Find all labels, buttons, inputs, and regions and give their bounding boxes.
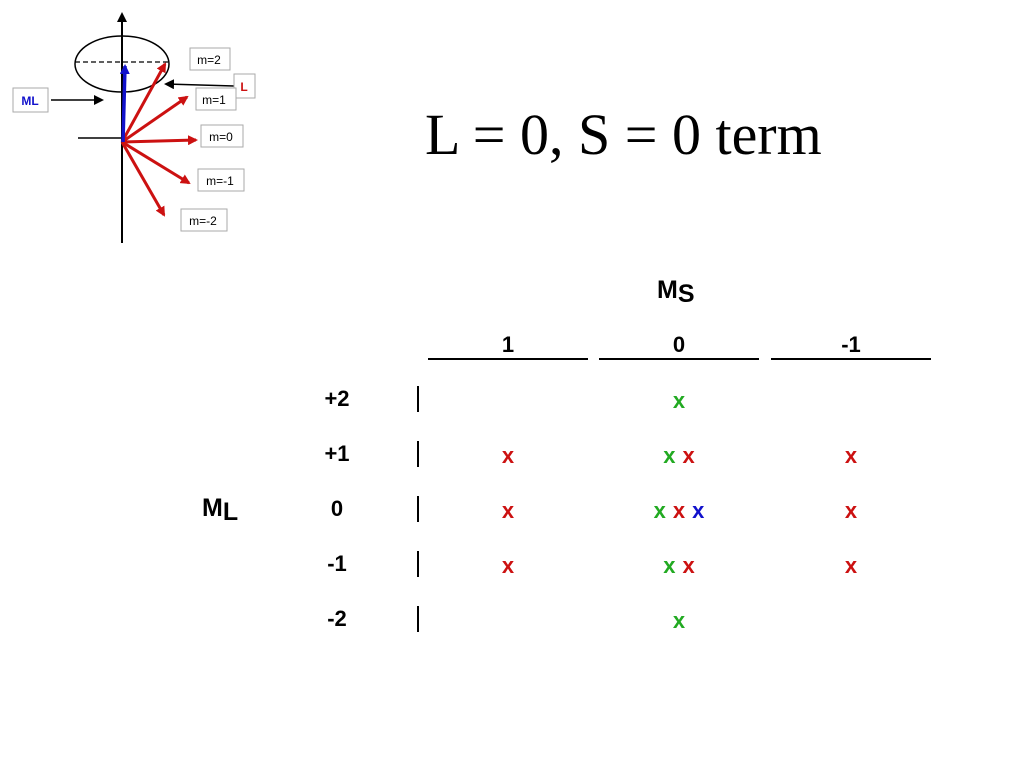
- cell: x: [428, 498, 588, 524]
- m1-label-box: m=1: [195, 87, 237, 111]
- row-label: 0: [330, 496, 344, 521]
- l-vector-mneg2: [120, 141, 166, 217]
- microstate-mark-green: x: [672, 608, 686, 633]
- cell: x: [771, 498, 931, 524]
- row-tick: [417, 606, 419, 632]
- mneg2-label-box: m=-2: [180, 208, 228, 232]
- vector-model-diagram: ML L m=2 m=1 m=0 m=-1 m=-2: [12, 12, 256, 243]
- microstate-mark-red: x: [501, 553, 515, 578]
- microstate-mark-green: x: [663, 443, 676, 468]
- ms-axis-label: MS: [657, 276, 695, 308]
- m2-label-box: m=2: [189, 47, 231, 71]
- slide-title: L = 0, S = 0 term: [425, 102, 822, 167]
- microstate-mark-red: x: [682, 553, 695, 578]
- column-header-ms-neg1: -1: [841, 332, 861, 357]
- mneg1-label: m=-1: [206, 174, 234, 188]
- microstate-mark-blue: x: [692, 498, 705, 523]
- l-vector-mneg1: [121, 140, 191, 185]
- m2-label: m=2: [197, 53, 221, 67]
- microstate-mark-red: x: [682, 443, 695, 468]
- ms-label-main: M: [657, 276, 678, 304]
- row-tick: [417, 551, 419, 577]
- microstate-mark-red: x: [501, 443, 515, 468]
- mneg1-label-box: m=-1: [197, 168, 245, 192]
- ml-axis-label: ML: [202, 494, 239, 526]
- l-vector-m2: [120, 62, 167, 143]
- row-tick: [417, 386, 419, 412]
- cell: x: [428, 443, 588, 469]
- cell: x: [599, 388, 759, 414]
- ms-label-sub: S: [677, 280, 695, 308]
- microstate-mark-green: x: [672, 388, 686, 413]
- ml-projection-vector: [119, 64, 130, 143]
- column-header-ms-1: 1: [501, 332, 515, 357]
- mneg2-label: m=-2: [189, 214, 217, 228]
- microstate-mark-green: x: [653, 498, 666, 523]
- cell: x: [428, 553, 588, 579]
- cell: x: [771, 553, 931, 579]
- l-label-box: L: [233, 73, 256, 99]
- microstate-mark-red: x: [844, 498, 858, 523]
- microstate-mark-green: x: [663, 553, 676, 578]
- row-tick: [417, 441, 419, 467]
- m1-label: m=1: [202, 93, 226, 107]
- ml-label-sub: L: [222, 498, 239, 526]
- microstate-mark-red: x: [672, 498, 686, 523]
- precession-ellipse: [74, 35, 170, 93]
- ml-label-box: ML: [12, 87, 49, 113]
- cell: x: [599, 608, 759, 634]
- row-label: -1: [327, 551, 347, 576]
- row-label: +1: [324, 441, 350, 466]
- cell: x: [771, 443, 931, 469]
- row-label: -2: [327, 606, 347, 631]
- microstate-mark-red: x: [844, 553, 858, 578]
- column-rule-2: [599, 358, 759, 360]
- microstate-mark-red: x: [844, 443, 858, 468]
- l-vector-m0: [121, 135, 198, 146]
- l-pointer-arrow: [164, 79, 235, 90]
- microstate-mark-red: x: [501, 498, 515, 523]
- row-label: +2: [324, 386, 350, 411]
- ml-label-main: M: [202, 494, 223, 522]
- column-rule-3: [771, 358, 931, 360]
- m0-label-box: m=0: [200, 124, 244, 148]
- column-header-ms-0: 0: [672, 332, 686, 357]
- l-label: L: [240, 80, 247, 94]
- ml-label: ML: [21, 94, 38, 108]
- row-tick: [417, 496, 419, 522]
- column-rule-1: [428, 358, 588, 360]
- l-vector-m1: [121, 95, 189, 144]
- m0-label: m=0: [209, 130, 233, 144]
